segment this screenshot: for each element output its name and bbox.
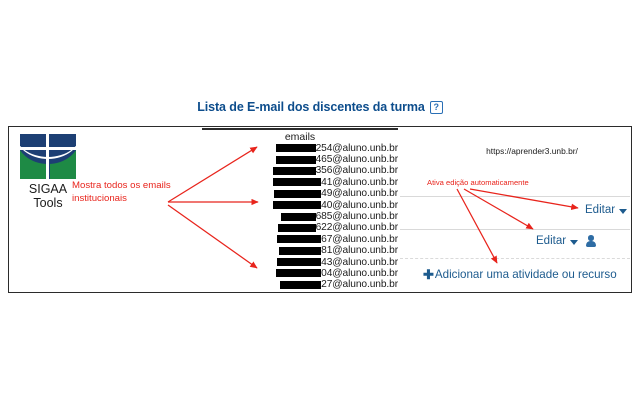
email-row: 81@aluno.unb.br bbox=[202, 245, 398, 256]
email-address-visible: 27@aluno.unb.br bbox=[321, 279, 398, 291]
divider-1 bbox=[400, 196, 630, 197]
editar-label-top: Editar bbox=[585, 204, 616, 216]
divider-2 bbox=[400, 229, 630, 230]
add-activity-label: Adicionar uma atividade ou recurso bbox=[434, 268, 617, 281]
redacted-name-bar bbox=[277, 235, 322, 244]
emails-column-header: emails bbox=[284, 130, 316, 143]
email-address-visible: 685@aluno.unb.br bbox=[315, 211, 398, 223]
sigaa-tools-logo: SIGAA Tools bbox=[16, 134, 80, 210]
email-row: 49@aluno.unb.br bbox=[202, 188, 398, 199]
email-address-visible: 356@aluno.unb.br bbox=[315, 165, 398, 177]
redacted-name-bar bbox=[273, 178, 322, 187]
email-address-visible: 67@aluno.unb.br bbox=[321, 233, 398, 245]
email-row: 41@aluno.unb.br bbox=[202, 177, 398, 188]
redacted-name-bar bbox=[275, 155, 316, 164]
redacted-name-bar bbox=[279, 246, 322, 255]
email-address-visible: 40@aluno.unb.br bbox=[321, 199, 398, 211]
email-address-visible: 622@aluno.unb.br bbox=[315, 222, 398, 234]
redacted-name-bar bbox=[274, 189, 322, 198]
email-row: 622@aluno.unb.br bbox=[202, 222, 398, 233]
email-row: 254@aluno.unb.br bbox=[202, 143, 398, 154]
redacted-name-bar bbox=[272, 166, 316, 175]
email-address-visible: 41@aluno.unb.br bbox=[321, 176, 398, 188]
divider-3 bbox=[400, 258, 630, 259]
chevron-down-icon bbox=[619, 208, 628, 214]
email-address-visible: 04@aluno.unb.br bbox=[321, 267, 398, 279]
plus-icon: ✚ bbox=[423, 267, 434, 282]
redacted-name-bar bbox=[276, 269, 322, 278]
annotation-left-note: Mostra todos os emails institucionais bbox=[72, 180, 171, 204]
page-title: Lista de E-mail dos discentes da turma bbox=[197, 100, 425, 114]
email-address-visible: 81@aluno.unb.br bbox=[321, 245, 398, 257]
email-row: 43@aluno.unb.br bbox=[202, 256, 398, 268]
page-title-row: Lista de E-mail dos discentes da turma ? bbox=[0, 100, 640, 114]
redacted-name-bar bbox=[277, 223, 316, 232]
email-row: 465@aluno.unb.br bbox=[202, 154, 398, 165]
email-row: 356@aluno.unb.br bbox=[202, 165, 398, 176]
logo-line-2: Tools bbox=[33, 196, 63, 210]
editar-button-top[interactable]: Editar bbox=[585, 204, 628, 216]
email-row: 40@aluno.unb.br bbox=[202, 199, 398, 211]
moodle-url: https://aprender3.unb.br/ bbox=[486, 146, 578, 156]
unb-logo-icon bbox=[20, 134, 76, 179]
redacted-name-bar bbox=[273, 201, 322, 210]
add-activity-link[interactable]: ✚ Adicionar uma atividade ou recurso bbox=[423, 268, 617, 281]
editar-button-middle[interactable]: Editar bbox=[536, 235, 596, 247]
table-top-rule bbox=[202, 128, 398, 130]
redacted-name-bar bbox=[280, 280, 322, 289]
redacted-name-bar bbox=[277, 258, 322, 267]
email-address-visible: 43@aluno.unb.br bbox=[321, 256, 398, 268]
chevron-down-icon bbox=[570, 239, 579, 245]
annotation-right-note: Ativa edição automaticamente bbox=[427, 178, 529, 187]
email-row: 27@aluno.unb.br bbox=[202, 279, 398, 290]
email-address-visible: 465@aluno.unb.br bbox=[315, 154, 398, 166]
editar-label-middle: Editar bbox=[536, 235, 567, 247]
help-icon[interactable]: ? bbox=[429, 100, 443, 114]
email-row: 04@aluno.unb.br bbox=[202, 268, 398, 279]
redacted-name-bar bbox=[280, 212, 316, 221]
email-row: 67@aluno.unb.br bbox=[202, 234, 398, 245]
user-icon bbox=[585, 235, 596, 247]
redacted-name-bar bbox=[275, 144, 316, 153]
logo-line-1: SIGAA bbox=[28, 182, 68, 196]
email-row: 685@aluno.unb.br bbox=[202, 211, 398, 222]
email-address-visible: 49@aluno.unb.br bbox=[321, 188, 398, 200]
email-address-visible: 254@aluno.unb.br bbox=[315, 142, 398, 154]
